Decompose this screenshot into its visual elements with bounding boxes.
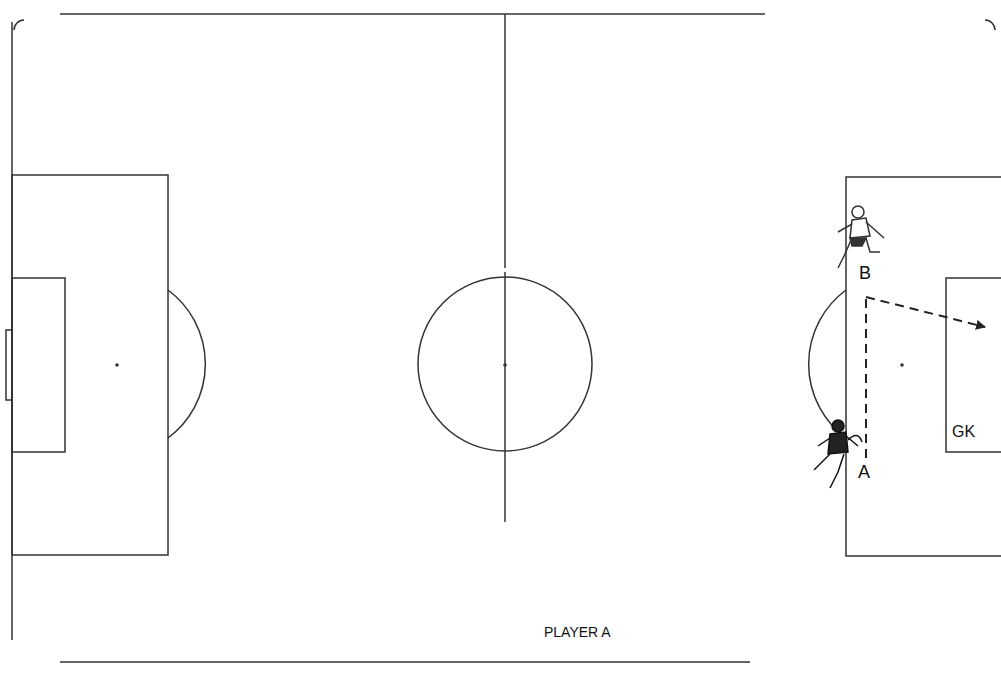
player-label: B xyxy=(858,264,872,282)
player-b-figure xyxy=(838,206,884,268)
player-a-figure xyxy=(814,420,862,488)
goalkeeper-label: GK xyxy=(951,424,976,440)
caption-label: PLAYER A xyxy=(543,625,612,639)
pass-path xyxy=(866,297,985,458)
player-label: A xyxy=(857,463,871,481)
